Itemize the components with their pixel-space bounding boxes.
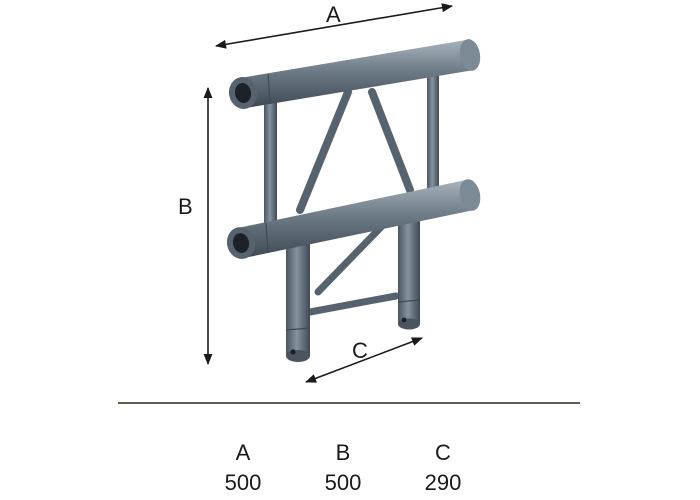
upper-brace-right — [368, 88, 414, 194]
upper-brace-left — [296, 88, 352, 214]
spec-value-b: 500 — [324, 470, 362, 495]
upper-post-right — [427, 66, 439, 191]
spec-table: A B C 500 500 290 — [208, 438, 478, 498]
spec-header-a: A — [235, 440, 251, 465]
spec-table-value-row: 500 500 290 — [208, 468, 478, 498]
dimension-a-line — [214, 3, 454, 49]
dimension-a-label: A — [326, 2, 341, 27]
spec-value-a: 500 — [224, 470, 262, 495]
spec-header-c: C — [435, 440, 451, 465]
top-chord — [228, 39, 481, 109]
dimension-a: A — [214, 2, 454, 49]
dimension-b-label: B — [178, 194, 193, 219]
divider-line — [118, 402, 580, 404]
leg-left — [285, 232, 311, 362]
upper-post-left — [264, 98, 277, 238]
spec-table-header-row: A B C — [208, 438, 478, 468]
lower-crossbar — [306, 292, 400, 316]
truss-structure — [226, 39, 481, 362]
dimension-c-label: C — [352, 338, 368, 363]
spec-value-c: 290 — [424, 470, 462, 495]
leg-right — [397, 206, 421, 330]
spec-header-b: B — [335, 440, 351, 465]
middle-chord — [226, 179, 481, 259]
dimension-c-line — [304, 337, 424, 383]
dimension-c: C — [304, 337, 424, 383]
dimension-b: B — [178, 86, 213, 366]
lower-brace — [314, 220, 388, 296]
